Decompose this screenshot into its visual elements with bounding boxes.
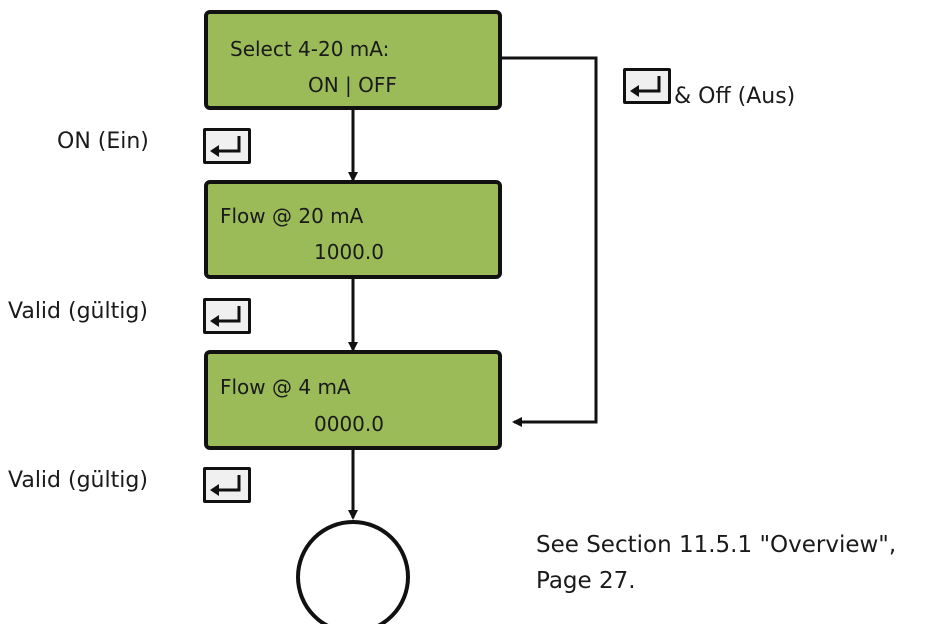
display-line-2: 1000.0	[314, 240, 384, 264]
reference-note-line-1: See Section 11.5.1 "Overview",	[536, 532, 897, 558]
display-flow-4ma: Flow @ 4 mA 0000.0	[204, 350, 502, 450]
enter-key-icon[interactable]	[203, 128, 251, 164]
display-line-1: Flow @ 20 mA	[220, 204, 364, 228]
step-label-on: ON (Ein)	[57, 129, 149, 154]
reference-note: See Section 11.5.1 "Overview", Page 27.	[536, 527, 896, 599]
enter-key-icon[interactable]	[203, 298, 251, 334]
bypass-off-arrow	[502, 56, 598, 427]
step-label-valid-20ma: Valid (gültig)	[8, 299, 148, 324]
bypass-off-label: & Off (Aus)	[674, 84, 796, 109]
display-flow-20ma: Flow @ 20 mA 1000.0	[204, 180, 502, 279]
enter-key-icon[interactable]	[203, 467, 251, 503]
display-line-1: Select 4-20 mA:	[230, 37, 390, 61]
display-line-2: 0000.0	[314, 412, 384, 436]
reference-note-line-2: Page 27.	[536, 568, 636, 594]
display-line-1: Flow @ 4 mA	[220, 375, 351, 399]
display-select-4-20ma: Select 4-20 mA: ON | OFF	[204, 10, 502, 110]
enter-key-icon[interactable]	[623, 68, 671, 104]
end-circle	[296, 520, 410, 624]
display-line-2: ON | OFF	[308, 73, 397, 97]
step-label-valid-4ma: Valid (gültig)	[8, 468, 148, 493]
